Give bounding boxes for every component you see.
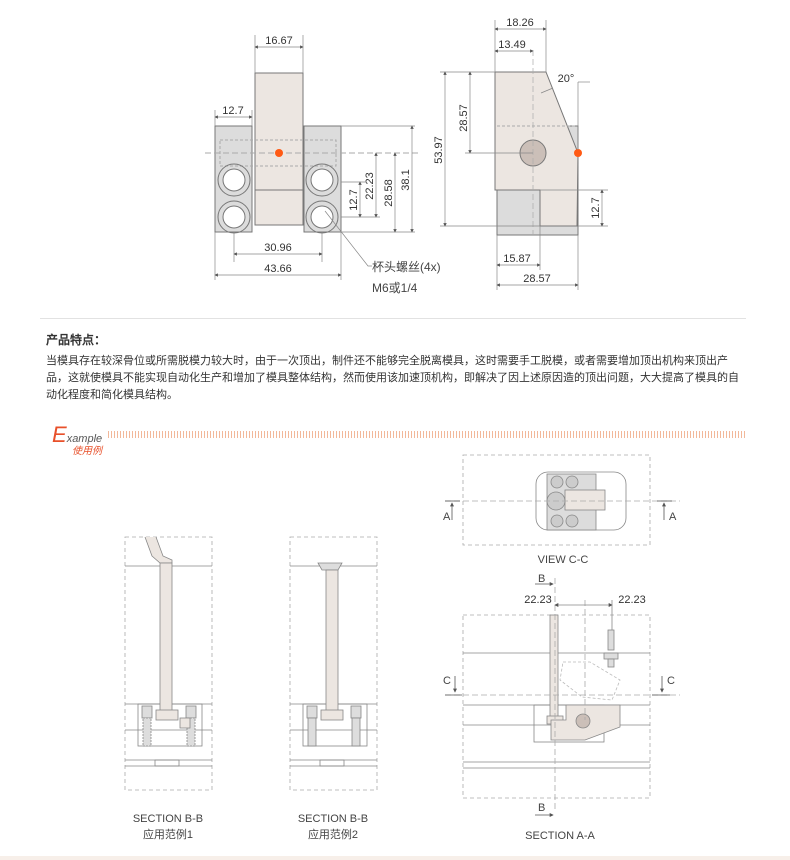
- screw-callout: 杯头螺丝(4x): [372, 260, 441, 274]
- dim-43-66: 43.66: [264, 263, 292, 275]
- section-aa: [445, 578, 680, 817]
- dim-12-7: 12.7: [222, 105, 243, 117]
- section-bb-2-caption: 应用范例2: [308, 827, 358, 841]
- dim-16-67: 16.67: [265, 35, 293, 47]
- dim-13-49: 13.49: [498, 39, 526, 51]
- example-cn: 使用例: [72, 446, 102, 457]
- features-title: 产品特点：: [46, 333, 107, 347]
- reference-point: [574, 149, 582, 157]
- screw-size: M6或1/4: [372, 281, 418, 295]
- section-mark-b-bottom: B: [538, 802, 545, 814]
- dim-28-57: 28.57: [523, 273, 551, 285]
- view-cc-title: VIEW C-C: [538, 554, 589, 566]
- dim-12-7-side: 12.7: [590, 197, 602, 218]
- section-mark-a-left: A: [443, 511, 451, 523]
- reference-point: [275, 149, 283, 157]
- dim-30-96: 30.96: [264, 242, 292, 254]
- features-body: 当模具存在较深骨位或所需脱模力较大时，由于一次顶出，制件还不能够完全脱离模具，这…: [46, 354, 739, 401]
- example-dotted-rule: [108, 431, 746, 438]
- angle-20: 20°: [558, 73, 575, 85]
- side-view: [440, 20, 608, 290]
- section-mark-c-left: C: [443, 675, 451, 687]
- divider: [40, 318, 746, 319]
- dim-22-23-left: 22.23: [524, 594, 552, 606]
- section-mark-b-top: B: [538, 573, 545, 585]
- front-view: [205, 35, 420, 280]
- section-bb-example-2: [289, 536, 378, 791]
- dim-22-23-right: 22.23: [618, 594, 646, 606]
- dim-28-58: 28.58: [383, 179, 395, 207]
- dim-12-7-vertical: 12.7: [348, 189, 360, 210]
- footer-band: [0, 856, 790, 860]
- dim-28-57-vertical: 28.57: [458, 104, 470, 132]
- view-cc: [445, 454, 680, 546]
- dim-15-87: 15.87: [503, 253, 531, 265]
- section-bb-2-title: SECTION B-B: [298, 813, 368, 825]
- dim-53-97: 53.97: [433, 136, 445, 164]
- dim-22-23: 22.23: [364, 172, 376, 200]
- dim-18-26: 18.26: [506, 17, 534, 29]
- section-mark-a-right: A: [669, 511, 677, 523]
- example-heading: Example 使用例: [52, 422, 103, 457]
- section-bb-example-1: [124, 536, 213, 791]
- example-word: xample: [66, 433, 103, 445]
- section-bb-1-caption: 应用范例1: [143, 827, 193, 841]
- section-mark-c-right: C: [667, 675, 675, 687]
- section-aa-title: SECTION A-A: [525, 830, 595, 842]
- example-letter: E: [52, 422, 67, 447]
- dim-38-1: 38.1: [400, 169, 412, 190]
- section-bb-1-title: SECTION B-B: [133, 813, 203, 825]
